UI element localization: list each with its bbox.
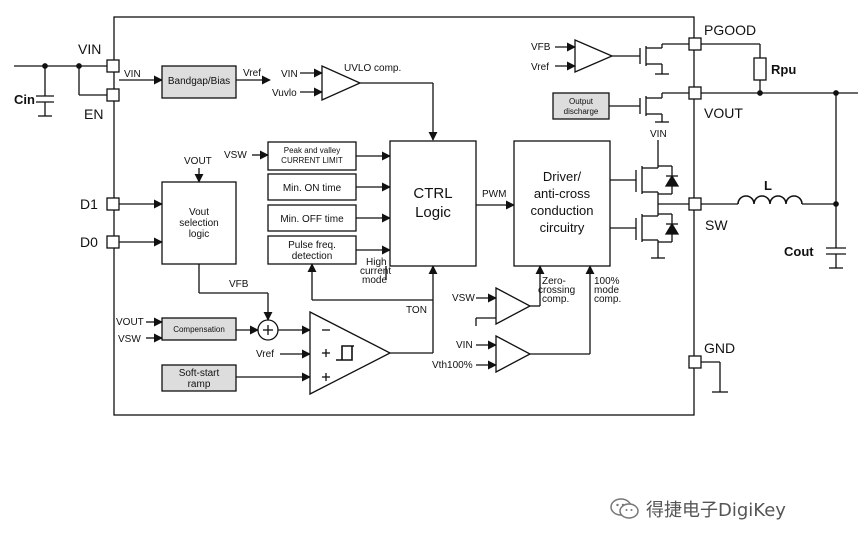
cin-label: Cin <box>14 92 35 107</box>
rpu-resistor <box>753 57 767 81</box>
driver-label-4: circuitry <box>540 220 585 235</box>
pin-vin-label: VIN <box>78 41 101 57</box>
uvlo-comparator <box>321 64 362 102</box>
signal-high-current-1: High <box>366 257 387 268</box>
current-limit-label-1: Peak and valley <box>284 146 340 155</box>
pin-vin-pad <box>106 59 120 73</box>
output-discharge-block <box>552 92 610 120</box>
signal-ton: TON <box>406 305 427 316</box>
signal-mode100-2: mode <box>594 285 619 296</box>
pin-pgood-pad <box>688 37 702 51</box>
pin-sw-pad <box>688 197 702 211</box>
ctrl-logic-label-2: Logic <box>415 204 451 221</box>
compensation-label: Compensation <box>173 325 225 334</box>
softstart-block <box>161 364 237 392</box>
driver-label-1: Driver/ <box>543 169 582 184</box>
signal-vin-hs: VIN <box>650 129 667 140</box>
watermark-text: 得捷电子DigiKey <box>646 500 786 521</box>
signal-zero-crossing-1: Zero- <box>542 276 566 287</box>
output-discharge-label-1: Output <box>569 97 594 106</box>
ctrl-logic-label-1: CTRL <box>413 185 452 202</box>
pin-vout-pad <box>688 86 702 100</box>
signal-vin-100: VIN <box>456 340 473 351</box>
pin-vout-label: VOUT <box>704 105 743 121</box>
cout-label: Cout <box>784 244 814 259</box>
bandgap-label: Bandgap/Bias <box>168 76 230 87</box>
signal-vout-sel: VOUT <box>184 156 212 167</box>
pin-pgood-label: PGOOD <box>704 22 756 38</box>
pin-gnd-pad <box>688 355 702 369</box>
current-limit-block <box>267 141 357 171</box>
signal-mode100-3: comp. <box>594 294 621 305</box>
signal-vfb: VFB <box>229 279 249 290</box>
error-comparator <box>309 310 392 396</box>
pulse-freq-label-2: detection <box>292 251 333 262</box>
signal-zero-crossing-3: comp. <box>542 294 569 305</box>
signal-vin-bandgap: VIN <box>124 69 141 80</box>
signal-vref-pg: Vref <box>531 62 549 73</box>
bandgap-block <box>161 65 237 99</box>
min-on-block <box>267 173 357 201</box>
ctrl-logic-block <box>389 140 477 267</box>
signal-vsw-comp: VSW <box>118 334 141 345</box>
rpu-label: Rpu <box>771 62 796 77</box>
pin-gnd-label: GND <box>704 340 735 356</box>
vout-selection-label-1: Vout <box>189 207 209 218</box>
mode100-comparator <box>495 334 532 374</box>
signal-pwm: PWM <box>482 189 506 200</box>
signal-uvlo-vin: VIN <box>281 69 298 80</box>
vout-selection-label-2: selection <box>179 218 218 229</box>
pgood-comparator <box>574 39 614 73</box>
inductor-coil <box>737 195 803 205</box>
signal-mode100-1: 100% <box>594 276 620 287</box>
driver-label-2: anti-cross <box>534 186 591 201</box>
vout-selection-label-3: logic <box>189 229 210 240</box>
pin-d1-pad <box>106 197 120 211</box>
zero-crossing-comparator <box>495 286 532 326</box>
softstart-label-2: ramp <box>188 379 211 390</box>
signal-vfb-pg: VFB <box>531 42 551 53</box>
pin-en-label: EN <box>84 106 103 122</box>
signal-vsw-cl: VSW <box>224 150 247 161</box>
pin-sw-label: SW <box>705 217 728 233</box>
signal-vout-comp: VOUT <box>116 317 144 328</box>
pin-d0-label: D0 <box>80 234 98 250</box>
signal-vref-ea: Vref <box>256 349 274 360</box>
output-discharge-label-2: discharge <box>564 107 599 116</box>
pin-en-pad <box>106 88 120 102</box>
min-on-label: Min. ON time <box>283 183 342 194</box>
signal-vsw-zc: VSW <box>452 293 475 304</box>
current-limit-label-2: CURRENT LIMIT <box>281 156 343 165</box>
min-off-label: Min. OFF time <box>280 214 344 225</box>
pulse-freq-block <box>267 235 357 265</box>
pulse-freq-label-1: Pulse freq. <box>288 240 336 251</box>
inductor-label: L <box>764 178 772 193</box>
softstart-label-1: Soft-start <box>179 368 220 379</box>
signal-vth100: Vth100% <box>432 360 473 371</box>
signal-vref-bandgap: Vref <box>243 68 261 79</box>
driver-label-3: conduction <box>531 203 594 218</box>
compensation-block <box>161 317 237 341</box>
signal-uvlo-vuvlo: Vuvlo <box>272 88 297 99</box>
pin-d1-label: D1 <box>80 196 98 212</box>
signal-uvlo-comp: UVLO comp. <box>344 63 401 74</box>
wechat-icon <box>610 498 639 519</box>
driver-block <box>513 140 611 267</box>
pin-d0-pad <box>106 235 120 249</box>
signal-zero-crossing-2: crossing <box>538 285 575 296</box>
vout-selection-block <box>161 181 237 265</box>
signal-high-current-3: mode <box>362 275 387 286</box>
signal-high-current-2: current <box>360 266 391 277</box>
watermark: 得捷电子DigiKey <box>610 494 860 524</box>
